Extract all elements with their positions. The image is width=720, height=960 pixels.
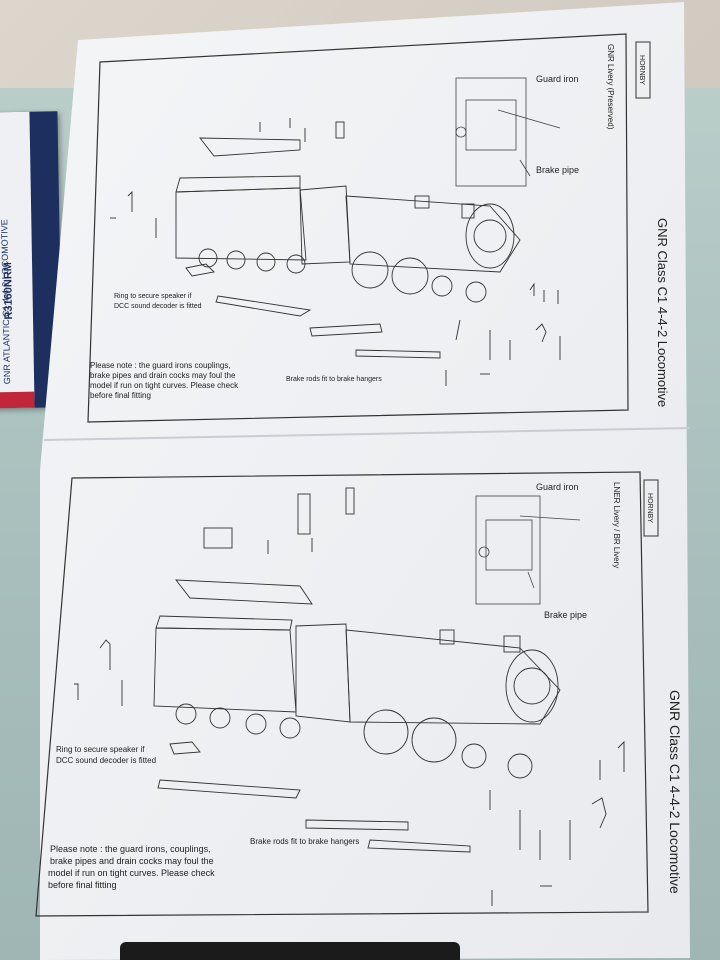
bottom-panel-border xyxy=(35,471,649,917)
top-note-line2: brake pipes and drain cocks may foul the xyxy=(90,371,236,380)
top-note-line3: model if run on tight curves. Please che… xyxy=(90,381,239,390)
bottom-ring-label-line2: DCC sound decoder is fitted xyxy=(56,756,156,765)
top-inset-detail xyxy=(455,77,561,187)
bottom-inset-detail xyxy=(475,495,581,605)
top-hornby-logo: HORNBY xyxy=(635,41,651,99)
bottom-logo-text: HORNBY xyxy=(646,493,653,523)
bottom-guard-iron-label: Guard iron xyxy=(536,482,579,492)
bottom-livery-label: LNER Livery / BR Livery xyxy=(612,482,621,568)
top-panel-border xyxy=(87,33,629,423)
bottom-locomotive-drawing xyxy=(74,487,625,906)
instruction-sheet: HORNBY GNR Livery (Preserved) GNR Class … xyxy=(35,2,690,960)
bottom-instruction-panel: HORNBY LNER Livery / BR Livery GNR Class… xyxy=(35,471,683,917)
bottom-hornby-logo: HORNBY xyxy=(643,479,659,537)
top-note-line1: Please note : the guard irons couplings, xyxy=(90,361,231,370)
bottom-ring-label-line1: Ring to secure speaker if xyxy=(56,745,145,754)
top-title: GNR Class C1 4-4-2 Locomotive xyxy=(655,218,670,407)
bottom-brake-pipe-label: Brake pipe xyxy=(544,610,587,620)
feet-shadow xyxy=(120,942,460,960)
bottom-note-line3: model if run on tight curves. Please che… xyxy=(48,868,215,878)
top-brake-pipe-label: Brake pipe xyxy=(536,165,579,175)
top-ring-label-line2: DCC sound decoder is fitted xyxy=(114,303,202,310)
bottom-note-line4: before final fitting xyxy=(48,880,117,890)
top-brake-rods-label: Brake rods fit to brake hangers xyxy=(286,376,382,383)
top-logo-text: HORNBY xyxy=(638,55,645,85)
top-instruction-panel: HORNBY GNR Livery (Preserved) GNR Class … xyxy=(87,33,670,423)
bottom-brake-rods-label: Brake rods fit to brake hangers xyxy=(250,837,359,846)
top-livery-label: GNR Livery (Preserved) xyxy=(606,44,615,130)
top-locomotive-drawing xyxy=(110,118,561,386)
top-guard-iron-label: Guard iron xyxy=(536,74,579,84)
paper-fold xyxy=(43,427,690,441)
top-ring-label-line1: Ring to secure speaker if xyxy=(114,293,191,300)
bottom-note-line1: Please note : the guard irons, couplings… xyxy=(50,844,211,854)
paper-sheet xyxy=(40,2,690,960)
bottom-note-line2: brake pipes and drain cocks may foul the xyxy=(50,856,214,866)
bottom-title: GNR Class C1 4-4-2 Locomotive xyxy=(667,690,683,894)
top-note-line4: before final fitting xyxy=(90,391,151,400)
